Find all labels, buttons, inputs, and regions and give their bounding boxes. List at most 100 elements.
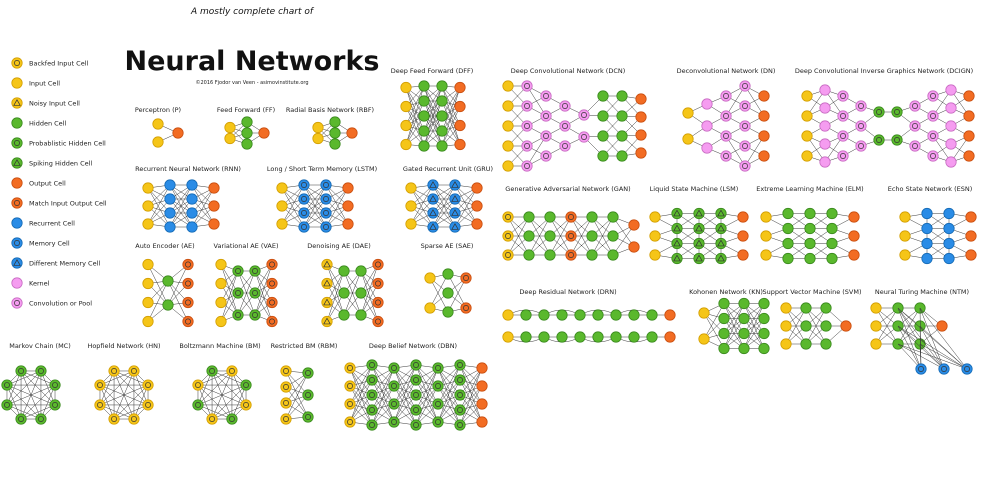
- connection-line: [743, 318, 765, 349]
- green-ring-icon: [11, 137, 23, 149]
- recurrent-cell: [943, 222, 955, 235]
- rbm-diagram: Restricted BM (RBM): [271, 342, 337, 425]
- input-cell: [215, 277, 227, 290]
- recurrent-cell: [921, 222, 933, 235]
- connection-line: [454, 184, 478, 225]
- chart-subtitle: A mostly complete chart of: [190, 7, 315, 17]
- yellow-ring-icon: [11, 57, 23, 69]
- output-cell: [476, 398, 488, 410]
- hidden-triangle-cell: [671, 237, 683, 250]
- kernel-ring-cell: [521, 140, 533, 152]
- gan-label: Generative Adversarial Network (GAN): [505, 185, 630, 193]
- memory-cell: [915, 363, 927, 375]
- output-cell: [758, 110, 770, 122]
- hidden-cell: [616, 110, 628, 122]
- connection-line: [237, 270, 256, 316]
- input-cell: [152, 136, 164, 148]
- connection-line: [349, 364, 373, 405]
- input-ring-cell: [240, 399, 252, 411]
- hidden-ring-cell: [366, 419, 378, 431]
- connection-line: [371, 379, 395, 423]
- kn-diagram: Kohonen Network (KN): [689, 288, 770, 355]
- connection-line: [393, 379, 417, 423]
- kernel-ring-cell: [837, 150, 849, 162]
- pink-ring-icon: [11, 297, 23, 309]
- recurrent-triangle-cell: [427, 207, 439, 219]
- hidden-cell: [241, 127, 253, 139]
- output-cell: [208, 200, 220, 212]
- recurrent-cell: [921, 237, 933, 250]
- connection-line: [415, 379, 439, 423]
- network-diagrams: Perceptron (P)Feed Forward (FF)Radial Ba…: [1, 67, 977, 431]
- kernel-ring-cell: [855, 120, 867, 132]
- output-cell: [963, 130, 975, 142]
- hidden-ring-cell: [454, 374, 466, 386]
- kernel-ring-cell: [927, 90, 939, 102]
- input-cell: [780, 302, 792, 314]
- hidden-ring-cell: [454, 359, 466, 371]
- legend-label: Kernel: [29, 279, 50, 287]
- connection-line: [197, 404, 233, 420]
- hidden-cell: [597, 150, 609, 162]
- output-cell: [963, 150, 975, 162]
- connection-line: [349, 385, 373, 426]
- connection-line: [459, 367, 483, 411]
- hidden-cell: [338, 287, 350, 299]
- kernel-ring-cell: [578, 109, 590, 121]
- input-cell: [400, 81, 412, 94]
- output-cell: [664, 309, 676, 321]
- input-cell: [801, 110, 813, 122]
- hidden-cell: [523, 249, 535, 261]
- kernel-ring-cell: [559, 140, 571, 152]
- ff-label: Feed Forward (FF): [217, 106, 275, 114]
- lstm-label: Long / Short Term Memory (LSTM): [267, 165, 377, 173]
- connection-line: [326, 283, 345, 316]
- connection-line: [220, 283, 239, 316]
- recurrent-ring-cell: [298, 193, 310, 205]
- input-ring-cell: [280, 413, 292, 425]
- hidden-cell: [782, 237, 794, 250]
- legend-label: Memory Cell: [29, 239, 70, 247]
- recurrent-ring-cell: [298, 179, 310, 191]
- connection-line: [423, 100, 443, 147]
- connection-line: [441, 87, 461, 117]
- hidden-ring-cell: [206, 365, 218, 377]
- orange-ring-icon: [11, 197, 23, 209]
- hidden-cell: [597, 90, 609, 102]
- output-cell: [471, 182, 483, 194]
- hidden-ring-cell: [1, 379, 13, 391]
- hidden-cell: [610, 309, 622, 321]
- vae-label: Variational AE (VAE): [214, 242, 279, 250]
- output-cell: [635, 93, 647, 105]
- dcign-diagram: Deep Convolutional Inverse Graphics Netw…: [795, 67, 975, 168]
- hidden-cell: [329, 138, 341, 150]
- output-cell: [635, 111, 647, 123]
- connection-line: [113, 384, 149, 420]
- kernel-cell: [819, 156, 831, 168]
- hidden-triangle-cell: [693, 207, 705, 220]
- connection-line: [612, 224, 635, 256]
- hidden-cell: [718, 327, 730, 340]
- input-ring-cell: [280, 397, 292, 409]
- connection-line: [507, 216, 530, 256]
- output-cell: [454, 138, 466, 151]
- connection-line: [167, 280, 189, 322]
- kernel-ring-cell: [837, 110, 849, 122]
- hidden-cell: [162, 299, 174, 311]
- recurrent-cell: [164, 179, 176, 191]
- hidden-triangle-cell: [693, 252, 705, 265]
- connection-line: [897, 343, 945, 370]
- connection-line: [897, 307, 968, 370]
- hidden-cell: [758, 327, 770, 340]
- hidden-cell: [592, 331, 604, 343]
- hidden-cell: [758, 297, 770, 310]
- kernel-ring-cell: [521, 80, 533, 92]
- hidden-cell: [826, 237, 838, 250]
- connection-line: [371, 367, 395, 396]
- chart-credit: ©2016 Fjodor van Veen - asimovinstitute.…: [195, 79, 308, 86]
- dn-diagram: Deconvolutional Network (DN): [677, 67, 776, 172]
- connection-line: [405, 87, 425, 117]
- dn-label: Deconvolutional Network (DN): [677, 67, 776, 75]
- drn-label: Deep Residual Network (DRN): [519, 288, 616, 296]
- hidden-cell: [738, 327, 750, 340]
